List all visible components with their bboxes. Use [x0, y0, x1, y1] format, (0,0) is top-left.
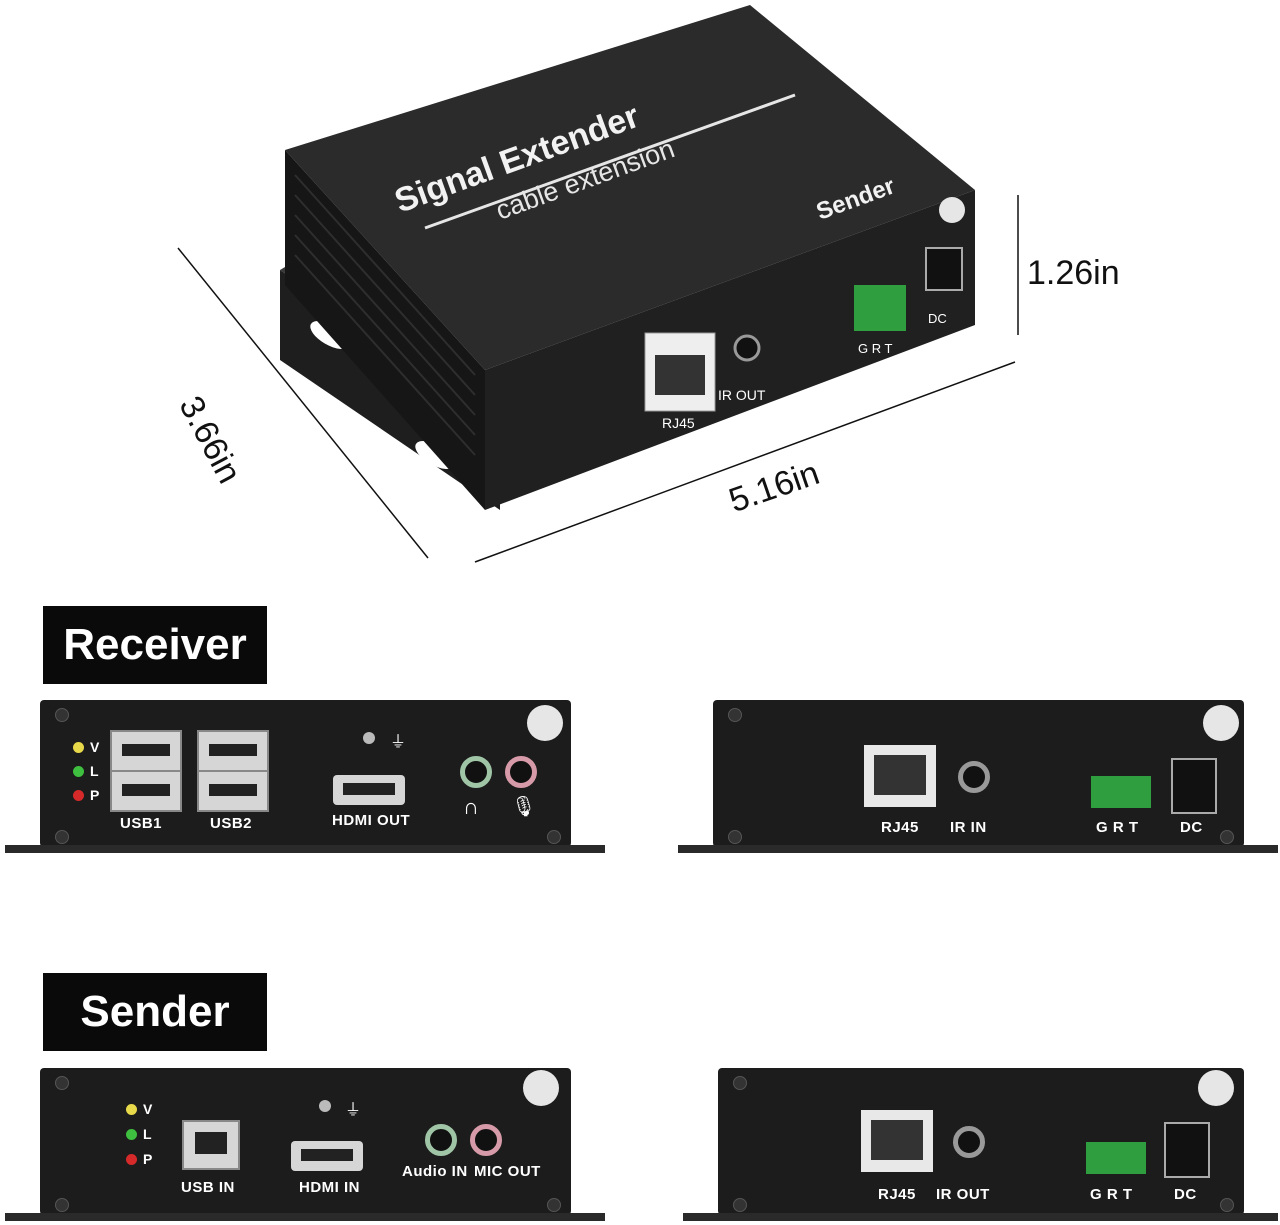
led-l-icon — [126, 1129, 137, 1140]
usb-port-icon — [197, 730, 269, 772]
grt-terminal-icon — [1086, 1142, 1146, 1174]
qc-sticker — [1198, 1070, 1234, 1106]
dc-port-icon — [1164, 1122, 1210, 1178]
port-label: USB1 — [120, 815, 163, 832]
sender-back-panel: RJ45 IR OUT G R T DC — [678, 1068, 1278, 1223]
port-label: G R T — [1096, 819, 1139, 836]
depth-dimension-line — [177, 247, 429, 559]
ir-port-icon — [733, 334, 761, 362]
port-label: G R T — [858, 341, 892, 356]
audio-jack-icon — [425, 1124, 457, 1156]
usb-port-icon — [197, 770, 269, 812]
microphone-icon: 🎙︎ — [511, 796, 537, 818]
dc-port-icon — [1171, 758, 1217, 814]
hdmi-port-icon — [333, 775, 405, 805]
port-label: DC — [928, 311, 947, 326]
port-label: USB2 — [210, 815, 253, 832]
led-p-icon — [73, 790, 84, 801]
ground-screw-icon — [319, 1100, 331, 1112]
sender-front-panel: V L P USB IN HDMI IN ⏚ Audio IN MIC OUT — [5, 1068, 605, 1223]
device-isometric: Signal Extender cable extension Sender R… — [177, 5, 1019, 563]
audio-jack-icon — [460, 756, 492, 788]
ground-icon: ⏚ — [345, 1102, 362, 1119]
port-label: IR IN — [950, 819, 987, 836]
port-label: G R T — [1090, 1186, 1133, 1203]
usb-b-port-icon — [182, 1120, 240, 1170]
grt-terminal-icon — [854, 285, 906, 331]
port-label: MIC OUT — [474, 1163, 541, 1180]
led-p-icon — [126, 1154, 137, 1165]
ground-screw-icon — [363, 732, 375, 744]
led-label: L — [90, 763, 99, 779]
usb-port-icon — [110, 730, 182, 772]
port-label: USB IN — [181, 1179, 235, 1196]
mic-jack-icon — [505, 756, 537, 788]
hdmi-port-icon — [291, 1141, 363, 1171]
device-top-face — [285, 5, 975, 370]
port-label: HDMI OUT — [332, 812, 411, 829]
sender-tag: Sender — [43, 973, 267, 1051]
port-label: Audio IN — [402, 1163, 468, 1180]
qc-sticker — [527, 705, 563, 741]
port-label: IR OUT — [936, 1186, 990, 1203]
led-label: V — [143, 1101, 153, 1117]
usb-port-icon — [110, 770, 182, 812]
led-l-icon — [73, 766, 84, 777]
headphone-icon: ∩ — [463, 794, 479, 819]
ground-icon: ⏚ — [390, 734, 407, 751]
grt-terminal-icon — [1091, 776, 1151, 808]
receiver-tag: Receiver — [43, 606, 267, 684]
led-v-icon — [126, 1104, 137, 1115]
port-label: DC — [1180, 819, 1203, 836]
port-label: RJ45 — [878, 1186, 916, 1203]
port-label: IR OUT — [718, 387, 766, 403]
port-label: HDMI IN — [299, 1179, 360, 1196]
height-dimension: 1.26in — [1027, 254, 1120, 292]
qc-sticker — [1203, 705, 1239, 741]
ir-port-icon — [958, 761, 990, 793]
led-label: L — [143, 1126, 152, 1142]
port-label: RJ45 — [662, 415, 695, 431]
device-front-face — [485, 190, 975, 510]
receiver-front-panel: V L P USB1 USB2 HDMI OUT ⏚ ∩ 🎙︎ — [5, 700, 605, 855]
rj45-port-icon — [861, 1110, 933, 1172]
port-label: RJ45 — [881, 819, 919, 836]
led-v-icon — [73, 742, 84, 753]
dc-port-icon — [925, 247, 963, 291]
led-label: P — [143, 1151, 153, 1167]
led-label: P — [90, 787, 100, 803]
ir-port-icon — [953, 1126, 985, 1158]
mic-jack-icon — [470, 1124, 502, 1156]
port-label: DC — [1174, 1186, 1197, 1203]
qc-sticker — [939, 197, 965, 223]
led-label: V — [90, 739, 100, 755]
rj45-port-icon — [864, 745, 936, 807]
width-dimension-line — [474, 361, 1016, 563]
qc-sticker — [523, 1070, 559, 1106]
receiver-back-panel: RJ45 IR IN G R T DC — [678, 700, 1278, 855]
